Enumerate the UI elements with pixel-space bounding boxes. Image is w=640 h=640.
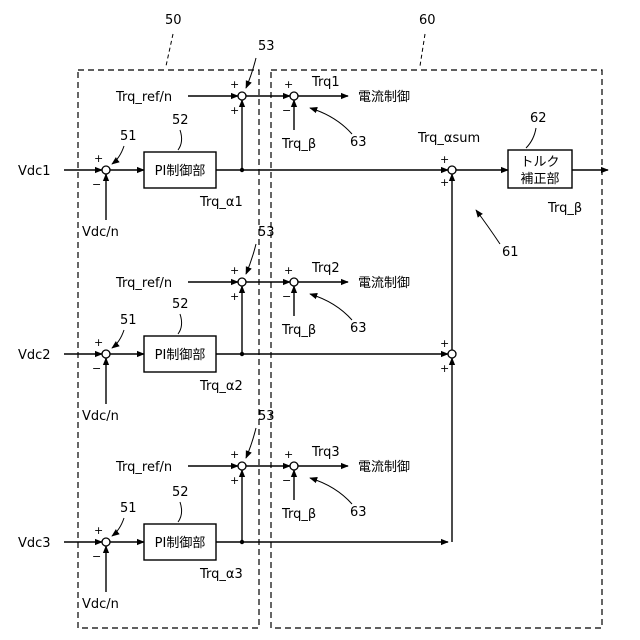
- ref-add-junction: [238, 462, 246, 470]
- vdcn-label: Vdc/n: [82, 225, 119, 240]
- torque-cmd-label: Trq1: [311, 75, 340, 90]
- ref-52-leader: [178, 502, 182, 522]
- ref-51-leader: [112, 330, 124, 348]
- torque-ref-label: Trq_ref/n: [115, 90, 172, 105]
- pi-controller-label: PI制御部: [155, 164, 206, 179]
- vdc-junction-minus: −: [92, 362, 101, 375]
- pi-controller-label: PI制御部: [155, 536, 206, 551]
- alpha23-plus-top: +: [440, 337, 449, 350]
- ref-52-label: 52: [172, 485, 189, 500]
- ref-junction-plus-top: +: [230, 78, 239, 91]
- beta-input-label: Trq_β: [281, 323, 316, 338]
- beta-output-label: Trq_β: [547, 201, 582, 216]
- ref-junction-plus-bottom: +: [230, 104, 239, 117]
- ref-62-leader: [526, 128, 536, 148]
- vdcn-label: Vdc/n: [82, 597, 119, 612]
- beta-subtract-junction: [290, 92, 298, 100]
- ref-63-label: 63: [350, 321, 367, 336]
- alpha-label: Trq_α1: [199, 195, 243, 210]
- vdc-junction-plus: +: [94, 152, 103, 165]
- ref-52-label: 52: [172, 113, 189, 128]
- beta-junction-minus: −: [282, 104, 291, 117]
- alpha23-plus-bottom: +: [440, 362, 449, 375]
- ref-50-leader: [166, 34, 173, 66]
- ref-60-label: 60: [419, 13, 436, 28]
- ref-junction-plus-top: +: [230, 448, 239, 461]
- beta-input-label: Trq_β: [281, 507, 316, 522]
- ref-51-leader: [112, 146, 124, 164]
- vdc-junction-minus: −: [92, 550, 101, 563]
- vdc-error-junction: [102, 350, 110, 358]
- ref-53-leader: [246, 428, 256, 458]
- ref-add-junction: [238, 278, 246, 286]
- ref-51-label: 51: [120, 313, 137, 328]
- ref-junction-plus-bottom: +: [230, 290, 239, 303]
- torque-correction-line1: トルク: [520, 155, 559, 170]
- ref-51-label: 51: [120, 501, 137, 516]
- ref-junction-plus-bottom: +: [230, 474, 239, 487]
- ref-61-label: 61: [502, 245, 519, 260]
- ref-61-leader: [476, 210, 500, 244]
- ref-53-label: 53: [258, 39, 275, 54]
- torque-correction-line2: 補正部: [520, 172, 559, 187]
- ref-53-leader: [246, 244, 256, 274]
- ref-63-label: 63: [350, 505, 367, 520]
- ref-63-leader: [310, 294, 352, 320]
- pi-loop-row-1: Vdc1 + − Vdc/n 51PI制御部 52Trq_α1 + + Trq_ref/n 53 +…: [18, 39, 448, 240]
- beta-junction-plus: +: [284, 78, 293, 91]
- torque-cmd-label: Trq2: [311, 261, 340, 276]
- pi-controller-label: PI制御部: [155, 348, 206, 363]
- ref-53-label: 53: [258, 225, 275, 240]
- vdc-input-label: Vdc2: [18, 348, 51, 363]
- ref-62-label: 62: [530, 111, 547, 126]
- beta-junction-minus: −: [282, 290, 291, 303]
- pi-loop-row-2: Vdc2 + − Vdc/n 51PI制御部 52Trq_α2 + + Trq_ref/n 53 +…: [18, 225, 448, 424]
- torque-ref-label: Trq_ref/n: [115, 276, 172, 291]
- alpha-sum-plus-top: +: [440, 153, 449, 166]
- alpha-label: Trq_α3: [199, 567, 243, 582]
- ref-52-label: 52: [172, 297, 189, 312]
- alpha-sum-plus-bottom: +: [440, 176, 449, 189]
- torque-ref-label: Trq_ref/n: [115, 460, 172, 475]
- ref-50-label: 50: [165, 13, 182, 28]
- alpha-sum-junction: [448, 166, 456, 174]
- ref-63-leader: [310, 478, 352, 504]
- beta-junction-plus: +: [284, 264, 293, 277]
- ref-63-leader: [310, 108, 352, 134]
- alpha-sum-label: Trq_αsum: [417, 131, 480, 146]
- beta-subtract-junction: [290, 278, 298, 286]
- beta-subtract-junction: [290, 462, 298, 470]
- vdc-junction-plus: +: [94, 524, 103, 537]
- ref-60-leader: [420, 34, 425, 66]
- pi-loop-row-3: Vdc3 + − Vdc/n 51PI制御部 52Trq_α3 + + Trq_ref/n 53 +…: [18, 409, 448, 612]
- vdc-junction-plus: +: [94, 336, 103, 349]
- beta-input-label: Trq_β: [281, 137, 316, 152]
- vdc-error-junction: [102, 166, 110, 174]
- ref-51-leader: [112, 518, 124, 536]
- ref-52-leader: [178, 130, 182, 150]
- ref-53-label: 53: [258, 409, 275, 424]
- vdcn-label: Vdc/n: [82, 409, 119, 424]
- vdc-junction-minus: −: [92, 178, 101, 191]
- alpha23-junction: [448, 350, 456, 358]
- current-control-label: 電流制御: [358, 460, 410, 475]
- ref-junction-plus-top: +: [230, 264, 239, 277]
- vdc-error-junction: [102, 538, 110, 546]
- vdc-input-label: Vdc3: [18, 536, 51, 551]
- alpha-label: Trq_α2: [199, 379, 243, 394]
- current-control-label: 電流制御: [358, 90, 410, 105]
- current-control-label: 電流制御: [358, 276, 410, 291]
- beta-junction-minus: −: [282, 474, 291, 487]
- ref-63-label: 63: [350, 135, 367, 150]
- ref-52-leader: [178, 314, 182, 334]
- ref-51-label: 51: [120, 129, 137, 144]
- torque-cmd-label: Trq3: [311, 445, 340, 460]
- beta-junction-plus: +: [284, 448, 293, 461]
- vdc-input-label: Vdc1: [18, 164, 51, 179]
- ref-53-leader: [246, 58, 256, 88]
- ref-add-junction: [238, 92, 246, 100]
